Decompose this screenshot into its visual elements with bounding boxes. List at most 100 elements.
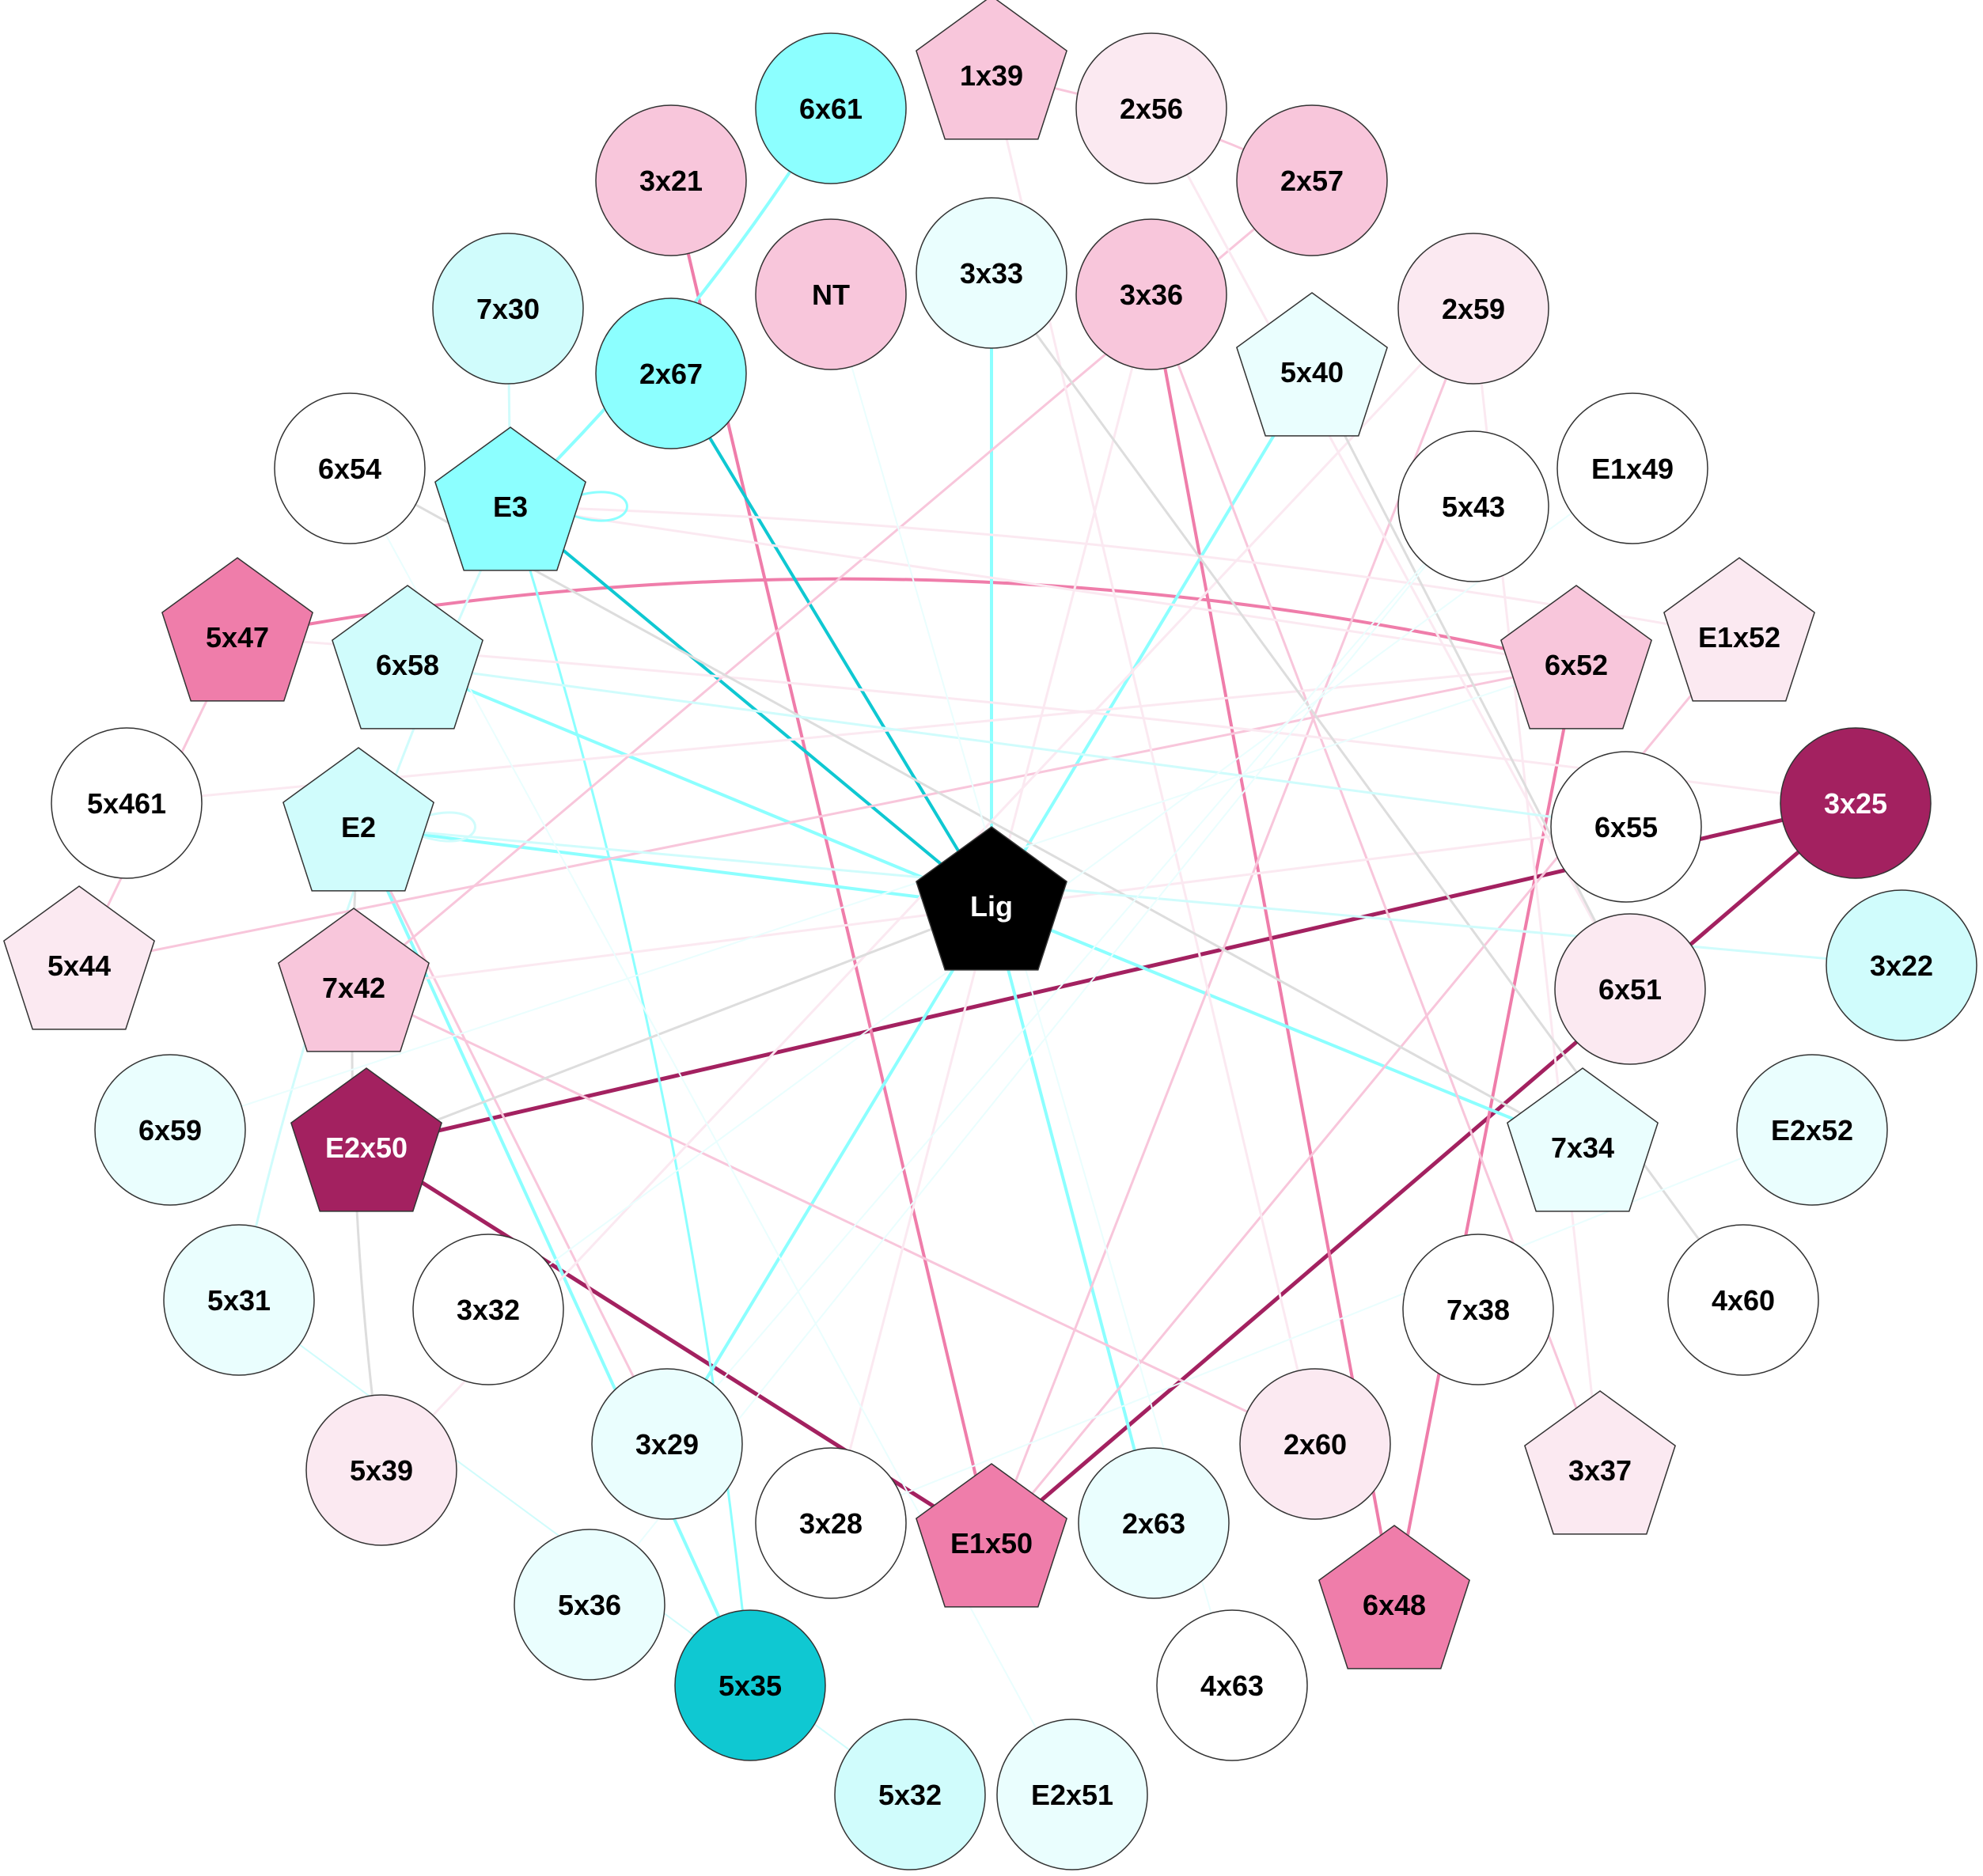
node-3x28: 3x28 [755,1447,907,1599]
node-3x37-label: 3x37 [1568,1454,1632,1487]
node-2x57-circle [1236,104,1388,256]
node-E3-label: E3 [493,491,528,523]
node-NT-label: NT [812,279,850,311]
node-2x56-label: 2x56 [1120,93,1183,125]
node-3x32: 3x32 [412,1234,564,1385]
node-Lig-pentagon [916,826,1067,971]
node-7x34-pentagon [1507,1067,1659,1212]
node-E2x52: E2x52 [1736,1054,1888,1206]
node-6x61-label: 6x61 [799,93,863,125]
node-1x39-pentagon [916,0,1067,140]
node-5x31-label: 5x31 [207,1284,271,1317]
node-2x60: 2x60 [1239,1368,1391,1520]
node-5x40-pentagon [1236,292,1388,437]
edge-3x25-E1x50 [989,801,1858,1545]
edge-7x42-2x60 [352,986,1317,1446]
node-6x48-pentagon [1318,1525,1470,1669]
node-2x60-circle [1239,1368,1391,1520]
node-5x44: 5x44 [3,885,155,1030]
node-7x30-circle [432,233,584,385]
node-7x42: 7x42 [278,908,430,1052]
node-5x35-label: 5x35 [719,1669,782,1702]
node-5x47-pentagon [161,557,313,702]
node-3x32-circle [412,1234,564,1385]
node-5x461-label: 5x461 [87,787,166,820]
node-5x40: 5x40 [1236,292,1388,437]
node-E2x50-pentagon [290,1067,442,1212]
node-E1x50-pentagon [916,1463,1067,1608]
node-3x21-circle [595,104,747,256]
edge-2x59-E1x50 [990,307,1475,1544]
node-5x35: 5x35 [674,1609,826,1761]
node-7x30-label: 7x30 [476,293,540,325]
node-E2x50: E2x50 [290,1067,442,1212]
node-E1x50: E1x50 [916,1463,1067,1608]
node-5x39: 5x39 [305,1394,457,1546]
node-6x58: 6x58 [332,585,483,730]
node-3x21-label: 3x21 [639,165,703,197]
node-6x52-label: 6x52 [1545,649,1608,681]
node-NT-circle [755,218,907,370]
edge-5x35-E3 [509,505,752,1687]
edge-Lig-3x29 [665,904,993,1446]
node-5x39-circle [305,1394,457,1546]
node-3x22: 3x22 [1826,889,1977,1041]
edge-2x67-Lig [669,372,993,908]
node-3x37-pentagon [1524,1390,1676,1535]
node-3x22-circle [1826,889,1977,1041]
node-5x32: 5x32 [834,1719,986,1870]
node-3x36-label: 3x36 [1120,279,1183,311]
node-2x67-label: 2x67 [639,358,703,390]
node-5x461: 5x461 [51,727,203,879]
node-3x29: 3x29 [591,1368,743,1520]
node-5x43-label: 5x43 [1442,491,1505,523]
node-2x67-circle [595,298,747,449]
node-3x33: 3x33 [916,197,1067,349]
node-6x52-pentagon [1500,585,1652,730]
node-5x32-circle [834,1719,986,1870]
node-6x55-circle [1550,751,1702,903]
node-E2-label: E2 [341,811,376,843]
edge-E2-E2 [420,811,476,843]
node-3x33-circle [916,197,1067,349]
edge-6x52-E3 [509,505,1578,666]
node-2x56: 2x56 [1075,32,1227,184]
node-5x461-circle [51,727,203,879]
node-5x36: 5x36 [514,1529,665,1681]
node-2x60-label: 2x60 [1283,1428,1347,1461]
edge-E3-5x31 [237,505,512,1302]
node-E1x49-circle [1556,392,1708,544]
node-1x39: 1x39 [916,0,1067,140]
node-E1x50-label: E1x50 [950,1527,1033,1560]
node-2x59-circle [1397,233,1549,385]
node-5x47-label: 5x47 [206,621,269,654]
node-5x36-circle [514,1529,665,1681]
node-4x63-label: 4x63 [1200,1669,1264,1702]
node-6x59-label: 6x59 [138,1114,202,1146]
node-7x38-circle [1402,1234,1554,1385]
node-4x63-circle [1156,1609,1308,1761]
node-E2: E2 [282,747,434,892]
node-E1x52-label: E1x52 [1698,621,1780,654]
node-E1x52: E1x52 [1663,557,1815,702]
node-3x25-label: 3x25 [1824,787,1887,820]
node-6x48: 6x48 [1318,1525,1470,1669]
node-6x54-circle [274,392,426,544]
node-5x40-label: 5x40 [1280,356,1344,388]
node-4x63: 4x63 [1156,1609,1308,1761]
node-3x36: 3x36 [1075,218,1227,370]
node-6x58-pentagon [332,585,483,730]
edge-Lig-2x63 [990,904,1155,1525]
node-2x57-label: 2x57 [1280,165,1344,197]
edge-5x44-6x52 [78,663,1578,967]
node-7x38-label: 7x38 [1446,1294,1510,1326]
edge-6x52-6x48 [1393,663,1578,1606]
node-2x57: 2x57 [1236,104,1388,256]
node-3x36-circle [1075,218,1227,370]
node-6x59-circle [94,1054,246,1206]
node-E2-pentagon [282,747,434,892]
node-E2x52-circle [1736,1054,1888,1206]
node-5x47: 5x47 [161,557,313,702]
node-3x25-circle [1780,727,1932,879]
